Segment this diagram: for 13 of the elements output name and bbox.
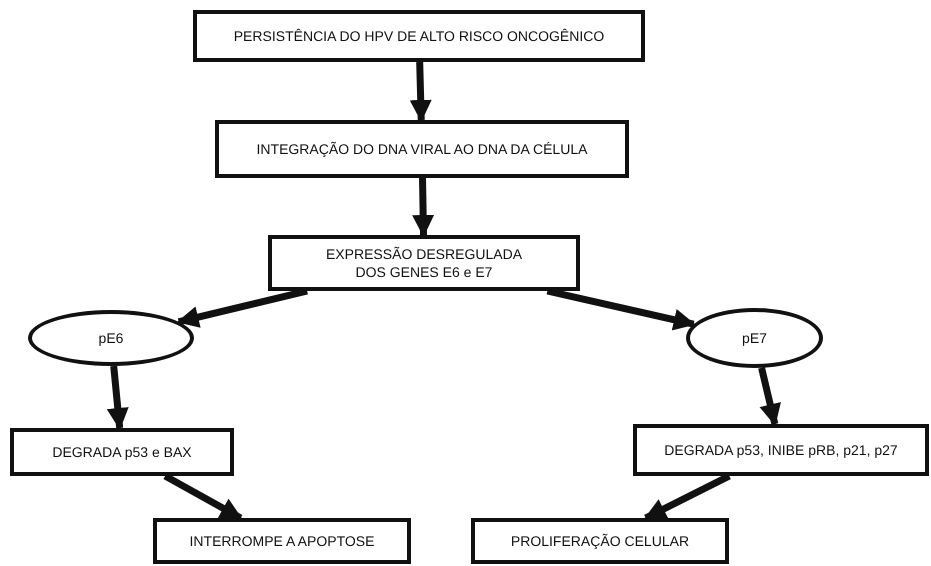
process-ellipse: pE6 <box>28 310 194 366</box>
arrow <box>412 178 434 237</box>
process-box: INTEGRAÇÃO DO DNA VIRAL AO DNA DA CÉLULA <box>215 120 629 178</box>
arrow <box>106 366 129 430</box>
process-box: DEGRADA p53, INIBE pRB, p21, p27 <box>633 424 929 476</box>
process-box: EXPRESSÃO DESREGULADA DOS GENES E6 e E7 <box>268 235 580 291</box>
process-ellipse: pE7 <box>686 308 823 368</box>
process-box: DEGRADA p53 e BAX <box>10 428 234 476</box>
arrow <box>410 62 432 122</box>
process-box: PERSISTÊNCIA DO HPV DE ALTO RISCO ONCOGÊNICO <box>193 10 645 62</box>
process-box: PROLIFERAÇÃO CELULAR <box>471 518 729 564</box>
arrow <box>758 367 781 426</box>
process-box: INTERROMPE A APOPTOSE <box>153 518 411 564</box>
